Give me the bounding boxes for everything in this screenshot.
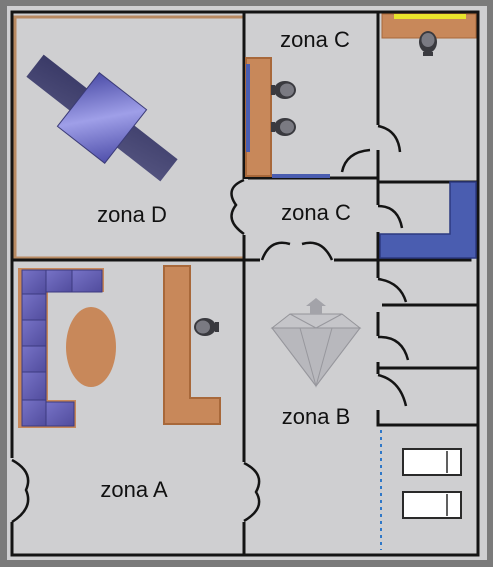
zone-d-label: zona D bbox=[97, 202, 167, 227]
door-swing-icon bbox=[243, 461, 261, 523]
diamond-logo-icon bbox=[270, 298, 362, 388]
door-swing-icon bbox=[340, 148, 371, 173]
bed-icon bbox=[402, 448, 462, 476]
chair-icon bbox=[194, 318, 219, 336]
chair-icon bbox=[419, 31, 437, 56]
door-swing-icon bbox=[377, 124, 402, 153]
zone-c-mid-label: zona C bbox=[281, 200, 351, 225]
blue-l-bench bbox=[379, 181, 477, 259]
oval-table bbox=[66, 307, 116, 387]
door-swing-icon bbox=[377, 373, 408, 407]
door-swing-icon bbox=[230, 178, 245, 236]
walls bbox=[10, 10, 480, 557]
sofa bbox=[18, 268, 104, 428]
door-swings bbox=[11, 124, 410, 524]
desk-lamp bbox=[394, 14, 466, 19]
chair-icon bbox=[271, 81, 296, 99]
bed-icon bbox=[402, 491, 462, 519]
zone-a-label: zona A bbox=[100, 477, 168, 502]
door-openings bbox=[9, 125, 382, 522]
l-desk bbox=[163, 265, 221, 425]
chair-icon bbox=[271, 118, 296, 136]
door-swing-icon bbox=[11, 458, 30, 524]
door-swing-icon bbox=[377, 204, 404, 229]
blue-strip-c bbox=[246, 64, 250, 152]
door-swing-icon bbox=[377, 277, 408, 303]
wooden-counter-c bbox=[245, 57, 272, 177]
zone-b-label: zona B bbox=[282, 404, 351, 429]
door-swing-icon bbox=[301, 241, 334, 261]
zone-c-top-label: zona C bbox=[280, 27, 350, 52]
door-swing-icon bbox=[377, 335, 410, 361]
blue-strip-c-bottom bbox=[272, 174, 330, 178]
cross-machine-icon bbox=[26, 54, 178, 182]
door-swing-icon bbox=[260, 241, 291, 261]
